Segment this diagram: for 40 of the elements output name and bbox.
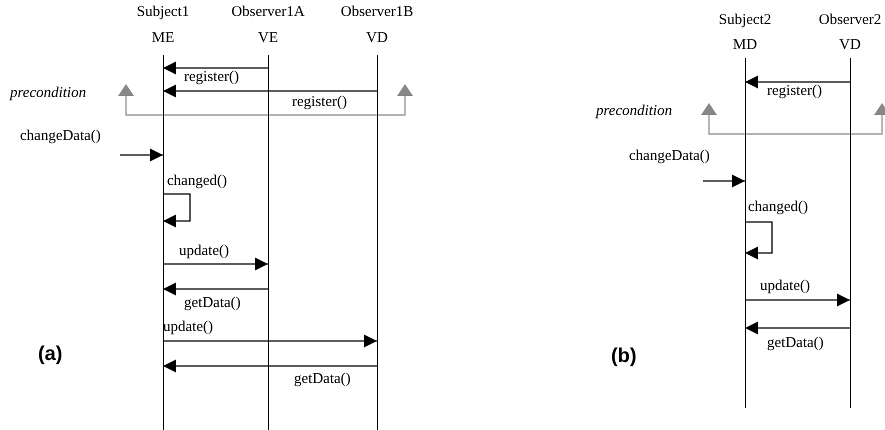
- message-label: register(): [292, 94, 347, 111]
- precondition-note: precondition: [10, 85, 86, 102]
- panel-label: (b): [611, 345, 637, 367]
- participant-name: VE: [258, 30, 278, 47]
- message-arrow: [745, 322, 850, 334]
- message-arrow: [163, 84, 377, 98]
- participant-name: Observer1B: [340, 4, 414, 21]
- message-label: changed(): [167, 173, 227, 190]
- message-label: update(): [163, 319, 213, 336]
- message-arrow: [745, 76, 850, 88]
- participant-name: Subject2: [718, 12, 772, 29]
- message-arrow: [120, 148, 163, 162]
- message-label: register(): [184, 69, 239, 86]
- participant-name: Observer1A: [231, 4, 305, 21]
- precondition-note: precondition: [596, 103, 672, 120]
- message-arrow: [163, 193, 191, 228]
- participant-name: Observer2: [818, 12, 882, 29]
- message-arrow: [163, 282, 268, 296]
- message-label: update(): [179, 243, 229, 260]
- message-arrow: [745, 294, 850, 306]
- message-arrow: [703, 174, 745, 188]
- message-arrow: [163, 258, 268, 270]
- message-arrow: [745, 221, 773, 260]
- message-arrow: [163, 360, 377, 372]
- participant-name: MD: [732, 37, 758, 54]
- message-label: getData(): [294, 371, 351, 388]
- message-label: changeData(): [629, 148, 710, 165]
- participant-name: VD: [839, 37, 861, 54]
- participant-name: Subject1: [136, 4, 190, 21]
- message-arrow: [163, 62, 268, 74]
- message-label: changeData(): [20, 128, 101, 145]
- message-label: getData(): [767, 335, 824, 352]
- participant-name: VD: [366, 30, 388, 47]
- message-label: register(): [767, 83, 822, 100]
- message-label: changed(): [748, 199, 808, 216]
- message-label: update(): [760, 278, 810, 295]
- participant-name: ME: [152, 30, 174, 47]
- message-label: getData(): [184, 295, 241, 312]
- panel-label: (a): [38, 343, 62, 365]
- message-arrow: [163, 334, 377, 348]
